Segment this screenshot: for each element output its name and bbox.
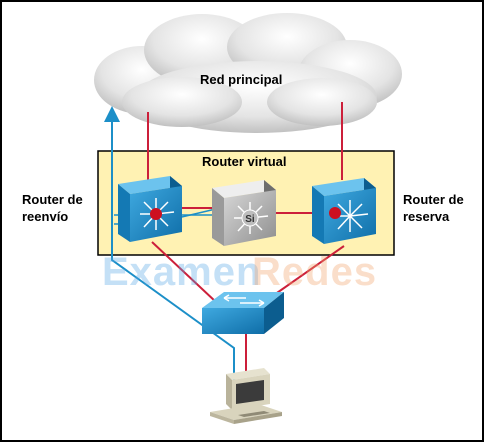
forwarding-router-label-line2: reenvío xyxy=(22,209,69,224)
virtual-router-label: Router virtual xyxy=(202,154,287,169)
standby-router-icon xyxy=(312,178,376,244)
main-network-cloud xyxy=(94,13,402,133)
traffic-path xyxy=(104,106,235,382)
watermark-part1: Examen xyxy=(102,250,262,294)
pc-icon xyxy=(210,368,282,424)
forwarding-router-label-line1: Router de xyxy=(22,192,83,207)
link-forwarding-switch xyxy=(151,241,217,303)
main-network-label: Red principal xyxy=(200,72,283,87)
standby-router-label-line1: Router de xyxy=(403,192,464,207)
watermark-part2: Redes xyxy=(252,250,378,294)
forwarding-router-icon xyxy=(118,176,182,242)
svg-text:Si: Si xyxy=(245,214,255,225)
standby-router-label-line2: reserva xyxy=(403,209,450,224)
virtual-router-si-icon: Si xyxy=(212,180,276,246)
switch-icon xyxy=(202,292,284,334)
